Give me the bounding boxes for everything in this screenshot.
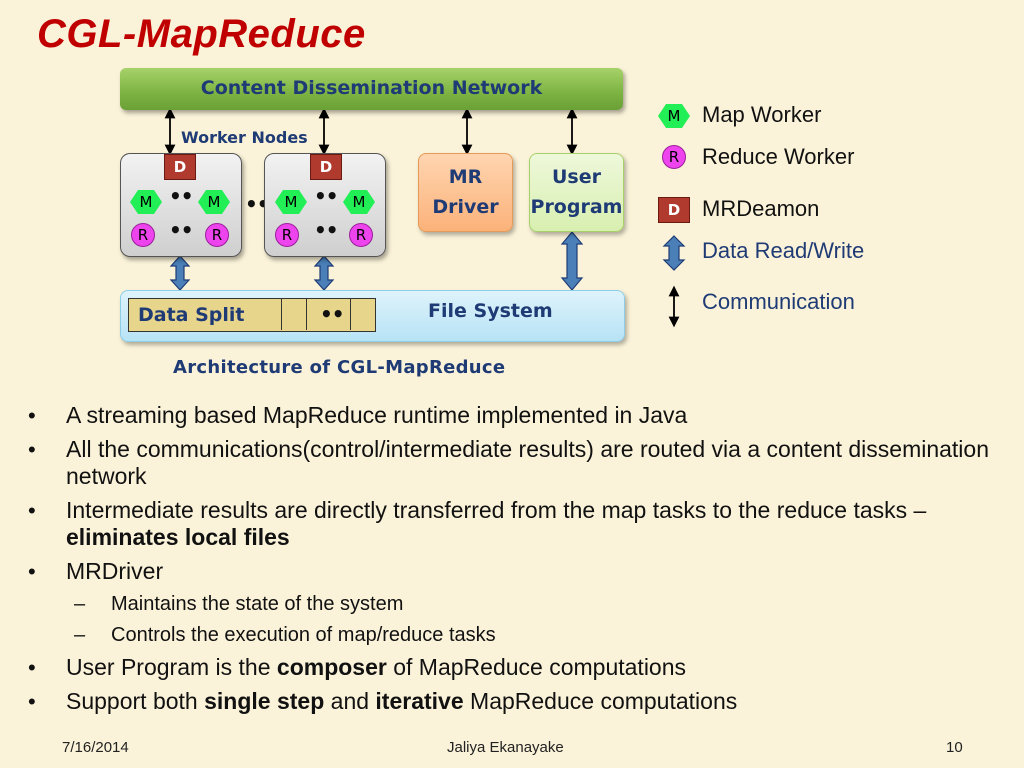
bullet-text: Intermediate results are directly transf… [66, 497, 927, 523]
map-worker: M [343, 190, 375, 214]
bullet-text: and [324, 688, 376, 714]
sub-bullet-item: Controls the execution of map/reduce tas… [28, 623, 1008, 647]
reduce-dots: •• [169, 218, 194, 242]
bullet-item: All the communications(control/intermedi… [28, 436, 1008, 490]
legend-comm-label: Communication [702, 289, 855, 314]
bullet-text: A streaming based MapReduce runtime impl… [66, 402, 688, 428]
legend-reduce-symbol: R [662, 145, 686, 169]
bullet-item: Intermediate results are directly transf… [28, 497, 1008, 551]
legend-daemon-symbol: D [658, 197, 690, 223]
daemon-box: D [310, 154, 342, 180]
reduce-worker: R [131, 223, 155, 247]
bullet-item: A streaming based MapReduce runtime impl… [28, 402, 1008, 429]
legend-data-rw-label: Data Read/Write [702, 238, 865, 263]
map-dots: •• [314, 184, 339, 208]
data-split-label: Data Split [138, 304, 245, 326]
bullet-list: A streaming based MapReduce runtime impl… [28, 402, 1008, 722]
legend-map-label: Map Worker [702, 102, 822, 127]
data-split-cell-divider [350, 298, 351, 330]
slide-title: CGL-MapReduce [37, 12, 366, 56]
worker-node-2: D M •• M R •• R [264, 153, 386, 257]
mr-driver-box: MR Driver [418, 153, 513, 232]
sub-bullet-text: Controls the execution of map/reduce tas… [111, 624, 496, 646]
map-worker: M [198, 190, 230, 214]
worker-node-1: D M •• M R •• R [120, 153, 242, 257]
mr-driver-line2: Driver [432, 196, 499, 218]
bullet-text: User Program is the [66, 654, 277, 680]
file-system-label: File System [428, 300, 553, 322]
reduce-worker: R [349, 223, 373, 247]
legend-rw-arrow-shape [662, 235, 686, 271]
reduce-worker: R [205, 223, 229, 247]
reduce-dots: •• [314, 218, 339, 242]
data-split-cell-divider [306, 298, 307, 330]
bullet-text: Support both [66, 688, 205, 714]
content-dissemination-network: Content Dissemination Network [120, 68, 623, 110]
user-program-line2: Program [530, 196, 623, 218]
bullet-bold-text: single step [204, 688, 325, 714]
reduce-worker: R [275, 223, 299, 247]
bullet-item: MRDriver [28, 558, 1008, 585]
map-dots: •• [169, 184, 194, 208]
data-split-box [128, 298, 376, 332]
legend-daemon-label: MRDeamon [702, 196, 820, 221]
bullet-item: Support both single step and iterative M… [28, 688, 1008, 715]
sub-bullet-item: Maintains the state of the system [28, 592, 1008, 616]
footer-author: Jaliya Ekanayake [447, 739, 564, 756]
mr-driver-line1: MR [448, 166, 483, 188]
rw-arrow-userprogram [560, 231, 584, 291]
bullet-bold-text: eliminates local files [66, 524, 290, 550]
footer-date: 7/16/2014 [62, 739, 129, 756]
user-program-line1: User [552, 166, 601, 188]
map-worker: M [275, 190, 307, 214]
rw-arrow-node1 [169, 255, 191, 291]
data-split-dots: •• [320, 302, 345, 326]
bullet-text: MRDriver [66, 558, 164, 584]
bullet-bold-text: composer [276, 654, 387, 680]
bullet-text: All the communications(control/intermedi… [66, 436, 989, 489]
worker-nodes-label: Worker Nodes [181, 128, 308, 147]
rw-arrow-node2 [313, 255, 335, 291]
map-worker: M [130, 190, 162, 214]
bullet-item: User Program is the composer of MapReduc… [28, 654, 1008, 681]
sub-bullet-text: Maintains the state of the system [111, 593, 404, 615]
diagram-caption: Architecture of CGL-MapReduce [173, 357, 506, 378]
bullet-text: of MapReduce computations [386, 654, 687, 680]
bullet-bold-text: iterative [375, 688, 464, 714]
data-split-cell-divider [281, 298, 282, 330]
user-program-box: User Program [529, 153, 624, 232]
legend-reduce-label: Reduce Worker [702, 144, 855, 169]
bullet-text: MapReduce computations [463, 688, 738, 714]
footer-page-number: 10 [946, 739, 963, 756]
daemon-box: D [164, 154, 196, 180]
